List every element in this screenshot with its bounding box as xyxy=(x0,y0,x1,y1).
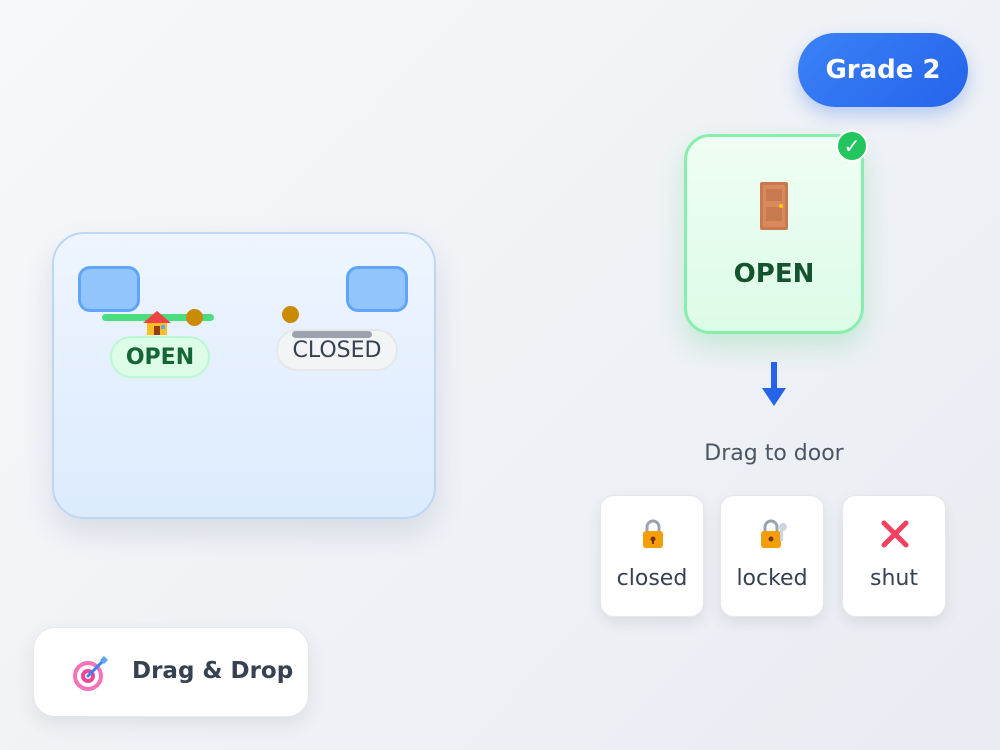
mode-chip: Drag & Drop xyxy=(33,627,309,717)
scene-open-text: OPEN xyxy=(125,344,195,370)
scene-window-right xyxy=(346,266,408,312)
option-label-shut: shut xyxy=(870,566,918,591)
arrow-down-icon xyxy=(762,362,786,406)
option-label-closed: closed xyxy=(616,566,688,591)
house-icon xyxy=(143,311,171,335)
cross-mark-icon xyxy=(881,520,909,548)
target-icon xyxy=(73,656,108,691)
mode-label: Drag & Drop xyxy=(132,658,294,684)
option-shut[interactable]: shut xyxy=(842,495,946,617)
scene-window-left xyxy=(78,266,140,312)
check-icon: ✓ xyxy=(836,130,868,162)
grade-badge: Grade 2 xyxy=(798,33,968,107)
drag-instruction: Drag to door xyxy=(704,441,844,466)
target-door-card[interactable]: OPEN xyxy=(684,134,864,334)
grade-label: Grade 2 xyxy=(825,55,941,85)
target-word: OPEN xyxy=(733,259,815,289)
door-icon xyxy=(760,182,788,230)
lock-with-key-icon xyxy=(761,519,787,548)
check-glyph: ✓ xyxy=(843,134,861,158)
scene-open-label[interactable]: OPEN xyxy=(110,336,210,378)
door-knob-left xyxy=(186,309,203,326)
door-knob-right xyxy=(282,306,299,323)
option-closed[interactable]: closed xyxy=(600,495,704,617)
option-label-locked: locked xyxy=(736,566,808,591)
scene-closed-text: CLOSED xyxy=(292,337,382,363)
closed-door-bar xyxy=(292,331,372,338)
option-locked[interactable]: locked xyxy=(720,495,824,617)
lock-icon xyxy=(643,519,663,548)
scene-panel: OPEN CLOSED xyxy=(52,232,436,519)
